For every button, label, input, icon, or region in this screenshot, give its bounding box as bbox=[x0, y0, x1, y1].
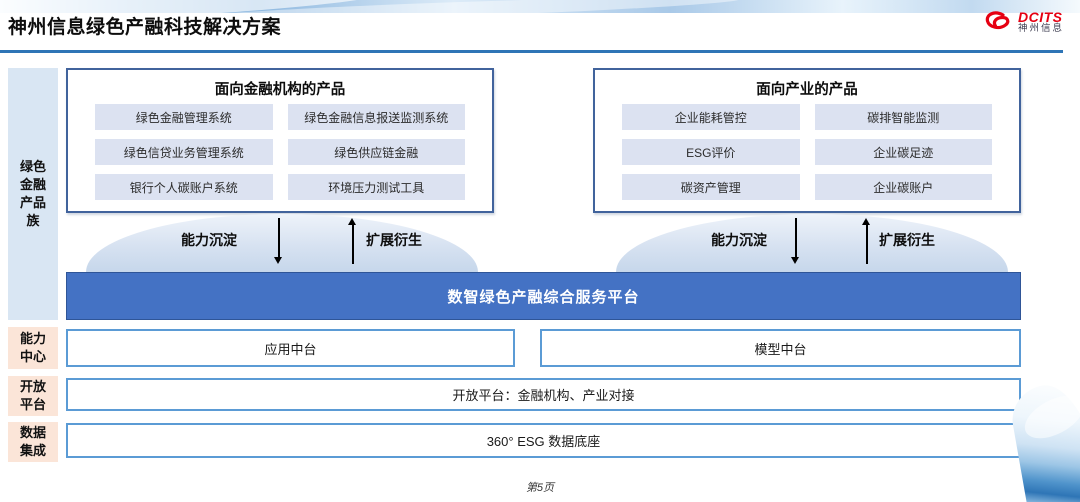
industry-products-title: 面向产业的产品 bbox=[756, 82, 858, 98]
financial-products-title: 面向金融机构的产品 bbox=[214, 82, 346, 98]
product-item: 企业能耗管控 bbox=[622, 104, 800, 130]
financial-products-box: 面向金融机构的产品 绿色金融管理系统 绿色金融信息报送监测系统 绿色信贷业务管理… bbox=[66, 68, 494, 213]
down-arrow-icon bbox=[274, 218, 283, 264]
model-middle-platform-box: 模型中台 bbox=[540, 329, 1021, 367]
product-item: 绿色金融管理系统 bbox=[95, 104, 273, 130]
open-platform-box: 开放平台：金融机构、产业对接 bbox=[66, 378, 1021, 411]
product-item: 企业碳足迹 bbox=[814, 139, 992, 165]
product-item: 碳排智能监测 bbox=[814, 104, 992, 130]
sidebar-label-text: 开放平台 bbox=[20, 379, 47, 412]
header-gradient-band bbox=[0, 0, 1080, 29]
dcits-swirl-icon bbox=[985, 11, 1010, 30]
platform-banner: 数智绿色产融综合服务平台 bbox=[66, 272, 1021, 320]
up-arrow-icon bbox=[348, 218, 357, 264]
sidebar-label-product-family: 绿色金融产品族 bbox=[8, 68, 58, 320]
flow-label-extend-derive: 扩展衍生 bbox=[879, 232, 935, 248]
product-item: 企业碳账户 bbox=[814, 174, 992, 200]
financial-products-grid: 绿色金融管理系统 绿色金融信息报送监测系统 绿色信贷业务管理系统 绿色供应链金融… bbox=[68, 102, 492, 200]
product-item: 碳资产管理 bbox=[622, 174, 800, 200]
dcits-logo: DCITS 神州信息 bbox=[982, 8, 1064, 36]
app-middle-platform-box: 应用中台 bbox=[66, 329, 515, 367]
sidebar-label-text: 绿色金融产品族 bbox=[20, 159, 47, 228]
sidebar-label-text: 能力中心 bbox=[20, 331, 47, 364]
sidebar-label-open-platform: 开放平台 bbox=[8, 376, 58, 416]
product-item: ESG评价 bbox=[622, 139, 800, 165]
flow-label-capability-settle: 能力沉淀 bbox=[181, 232, 237, 248]
product-item: 绿色信贷业务管理系统 bbox=[95, 139, 273, 165]
flow-label-capability-settle: 能力沉淀 bbox=[711, 232, 767, 248]
esg-data-base-box: 360° ESG 数据底座 bbox=[66, 423, 1021, 458]
title-underline bbox=[0, 50, 1063, 53]
flow-label-extend-derive: 扩展衍生 bbox=[366, 232, 422, 248]
logo-brand-text: DCITS bbox=[1017, 8, 1063, 25]
product-item: 银行个人碳账户系统 bbox=[95, 174, 273, 200]
sidebar-label-capability-center: 能力中心 bbox=[8, 327, 58, 369]
industry-products-box: 面向产业的产品 企业能耗管控 碳排智能监测 ESG评价 企业碳足迹 碳资产管理 … bbox=[593, 68, 1021, 213]
down-arrow-icon bbox=[791, 218, 800, 264]
product-item: 环境压力测试工具 bbox=[287, 174, 465, 200]
page-title: 神州信息绿色产融科技解决方案 bbox=[8, 17, 282, 38]
dome-decoration-right bbox=[616, 214, 1008, 272]
logo-brand-cn-text: 神州信息 bbox=[1017, 23, 1064, 35]
industry-products-grid: 企业能耗管控 碳排智能监测 ESG评价 企业碳足迹 碳资产管理 企业碳账户 bbox=[595, 102, 1019, 200]
sidebar-label-text: 数据集成 bbox=[20, 425, 47, 458]
sidebar-label-data-integration: 数据集成 bbox=[8, 422, 58, 462]
page-number: 第5页 bbox=[525, 482, 555, 494]
platform-banner-text: 数智绿色产融综合服务平台 bbox=[447, 288, 640, 306]
product-item: 绿色供应链金融 bbox=[287, 139, 465, 165]
product-item: 绿色金融信息报送监测系统 bbox=[287, 104, 465, 130]
up-arrow-icon bbox=[862, 218, 871, 264]
